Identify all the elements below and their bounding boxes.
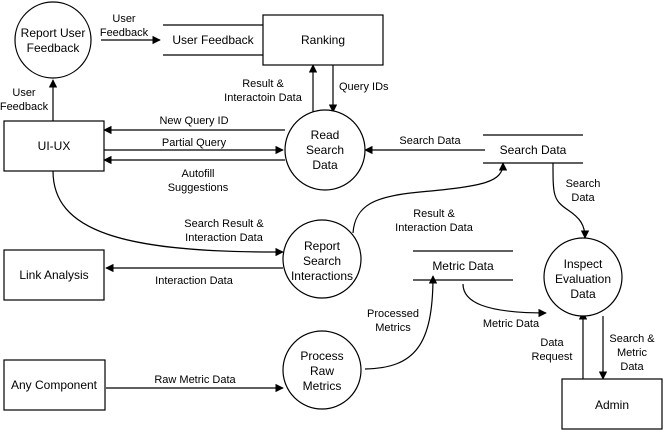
entity-link-analysis[interactable]: Link Analysis [3,249,105,301]
flow-label: Interaction Data [395,222,474,234]
entity-admin[interactable]: Admin [561,378,663,430]
entity-label: Any Component [11,378,98,392]
flow-label: Search Data [399,135,461,147]
process-label-line: Feedback [27,41,81,55]
datastore-search-data[interactable]: Search Data [483,134,583,164]
entity-any-component[interactable]: Any Component [3,359,106,411]
entity-label: Admin [595,398,629,412]
flow-label: Request [532,351,573,363]
entity-label: Ranking [301,33,345,47]
entity-ui-ux[interactable]: UI-UX [3,120,105,172]
process-label-line: Data [570,287,596,301]
process-label-line: Inspect [564,257,603,271]
flow-sdstore-to-inspect [552,162,590,239]
flow-label: New Query ID [159,115,228,127]
datastore-user-feedback[interactable]: User Feedback [163,24,263,56]
process-read-search-data[interactable]: Read Search Data [284,109,366,191]
flow-label: Search Result & [184,218,264,230]
flow-label: Metric Data [483,318,540,330]
flow-label: Result & [413,208,455,220]
process-process-raw-metrics[interactable]: Process Raw Metrics [282,330,362,410]
flow-label: Search & [609,333,655,345]
flow-label: Data [540,337,564,349]
flow-label: Suggestions [168,182,229,194]
flow-label: Result & [242,78,284,90]
datastore-label: Metric Data [432,259,494,273]
flow-label: Interactoin Data [224,92,303,104]
flow-label: Data [620,361,644,373]
process-label-line: Process [300,349,343,363]
process-label-line: Read [311,128,340,142]
datastore-metric-data[interactable]: Metric Data [413,250,513,281]
flow-mdstore-to-inspect [462,283,547,318]
entity-label: UI-UX [38,139,71,153]
flow-label: User [112,13,136,25]
entity-ranking[interactable]: Ranking [262,14,384,66]
flow-label: Autofill [181,168,214,180]
flow-rsi-to-sdstore [352,162,508,234]
flow-label: Processed [367,308,419,320]
flow-label: Raw Metric Data [154,374,236,386]
flow-label: Metric [617,347,647,359]
flow-label: Interaction Data [185,232,264,244]
process-label-line: Metrics [303,379,342,393]
flow-uiux-to-rsi [52,170,284,257]
process-label-line: Search [303,254,341,268]
datastore-label: User Feedback [172,33,254,47]
flow-prm-to-mdstore [364,275,438,370]
flow-label: Interaction Data [155,275,234,287]
datastore-label: Search Data [500,143,567,157]
process-label-line: Interactions [291,269,353,283]
connectors [48,35,608,393]
process-label-line: Report User [21,26,86,40]
flow-label: Partial Query [162,137,227,149]
process-label-line: Raw [310,364,334,378]
flow-label: Query IDs [339,81,389,93]
process-label-line: Report [304,239,341,253]
flow-label: Feedback [100,27,149,39]
process-report-user-feedback[interactable]: Report User Feedback [14,1,92,79]
flow-labels: User Feedback User Feedback Result & Int… [0,13,655,386]
process-label-line: Data [312,158,338,172]
process-inspect-evaluation-data[interactable]: Inspect Evaluation Data [543,237,623,317]
flow-label: User [12,87,36,99]
flow-label: Data [571,192,595,204]
process-report-search-interactions[interactable]: Report Search Interactions [282,219,362,299]
process-label-line: Evaluation [555,272,611,286]
flow-label: Search [566,178,601,190]
entity-label: Link Analysis [19,268,88,282]
process-label-line: Search [306,143,344,157]
flow-label: Metrics [375,322,411,334]
flow-label: Feedback [0,101,49,113]
